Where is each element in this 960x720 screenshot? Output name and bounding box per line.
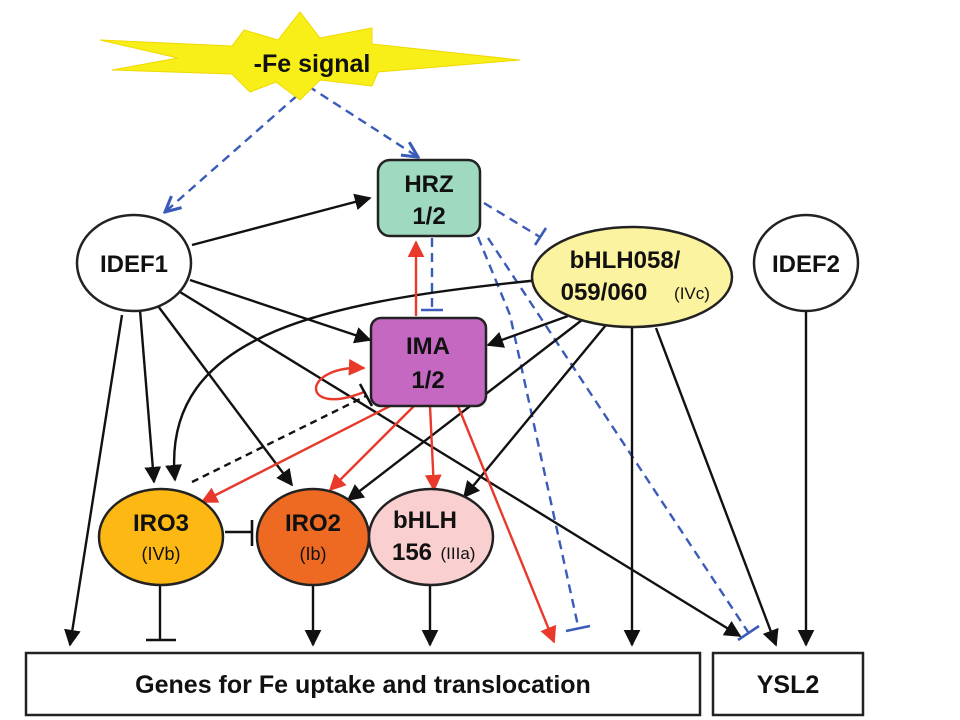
bhlh156-node: bHLH 156 (IIIa): [367, 487, 495, 587]
t-bar-genes: [565, 624, 591, 633]
edge-ima-to-bhlh156: [424, 405, 442, 492]
edge-idef1-to-iro3: [138, 309, 162, 484]
ima-label-line2: 1/2: [411, 367, 444, 394]
bhlh058-label-line2: 059/060: [561, 279, 648, 306]
edge-ima-to-genes: [456, 405, 557, 644]
edge-bhlh058-to-ysl2: [654, 327, 779, 647]
hrz-box: [376, 158, 482, 238]
genes-target: Genes for Fe uptake and translocation: [24, 651, 702, 717]
fe-signal-starburst: [99, 11, 521, 101]
hrz-label-line2: 1/2: [412, 203, 445, 230]
ima-node: IMA 1/2: [369, 316, 488, 408]
edges: [64, 84, 815, 647]
edge-idef1-to-ima: [189, 278, 372, 344]
iro2-node: IRO2 (Ib): [255, 487, 371, 587]
ima-label-line1: IMA: [406, 333, 450, 360]
bhlh058-node: bHLH058/ 059/060 (IVc): [530, 225, 734, 329]
edge-bhlh058-to-iro2: [346, 319, 583, 502]
bhlh058-label-line1: bHLH058/: [570, 247, 681, 274]
idef2-label: IDEF2: [772, 251, 840, 278]
edge-hrz-repress-bhlh058: [483, 201, 541, 239]
edge-signal-to-idef1: [165, 85, 309, 212]
edge-ima-to-iro3: [200, 398, 403, 504]
idef1-label: IDEF1: [100, 251, 168, 278]
idef1-ellipse: [75, 213, 193, 313]
edge-idef1-to-iro2: [157, 305, 294, 487]
iro3-group-label: (IVb): [141, 544, 180, 564]
edge-ima-to-iro2: [328, 403, 417, 492]
edge-idef1-to-ysl2: [179, 290, 742, 638]
edge-signal-to-hrz: [307, 84, 418, 157]
genes-box: [24, 651, 702, 717]
edge-idef1-to-hrz: [191, 193, 372, 247]
iro3-label: IRO3: [133, 510, 189, 537]
fe-signal-node: -Fe signal: [99, 11, 521, 101]
bhlh156-ellipse: [367, 487, 495, 587]
ysl2-box: [711, 651, 865, 717]
edge-bhlh058-to-ima: [486, 314, 569, 348]
t-bar-iro3-ima: [358, 383, 374, 407]
iro2-label: IRO2: [285, 510, 341, 537]
bhlh156-group-label: (IIIa): [441, 544, 476, 563]
iro2-ellipse: [255, 487, 371, 587]
edge-bhlh058-to-iro3: [165, 276, 561, 482]
hrz-node: HRZ 1/2: [376, 158, 482, 238]
ima-box: [369, 316, 488, 408]
edge-ima-self-loop: [314, 358, 366, 401]
bhlh156-label-line2: 156: [392, 539, 432, 566]
genes-label: Genes for Fe uptake and translocation: [135, 671, 591, 699]
fe-signal-label: -Fe signal: [254, 50, 371, 78]
hrz-label-line1: HRZ: [404, 171, 453, 198]
ysl2-label: YSL2: [757, 671, 820, 699]
edge-hrz-repress-ysl2: [486, 237, 750, 633]
edge-idef1-to-genes: [64, 314, 124, 647]
ysl2-target: YSL2: [711, 651, 865, 717]
idef2-ellipse: [752, 213, 860, 313]
edge-bhlh058-to-bhlh156: [462, 324, 607, 499]
idef1-node: IDEF1: [75, 213, 193, 313]
t-bar-ysl2: [737, 624, 760, 642]
idef2-node: IDEF2: [752, 213, 860, 313]
edge-iro3-repress-ima: [191, 394, 367, 484]
iro3-node: IRO3 (IVb): [97, 487, 225, 587]
iro3-ellipse: [97, 487, 225, 587]
iro2-group-label: (Ib): [300, 544, 327, 564]
bhlh058-group-label: (IVc): [674, 284, 710, 303]
t-bar-bhlh058: [533, 227, 548, 246]
bhlh156-label-line1: bHLH: [393, 507, 457, 534]
bhlh058-ellipse: [530, 225, 734, 329]
